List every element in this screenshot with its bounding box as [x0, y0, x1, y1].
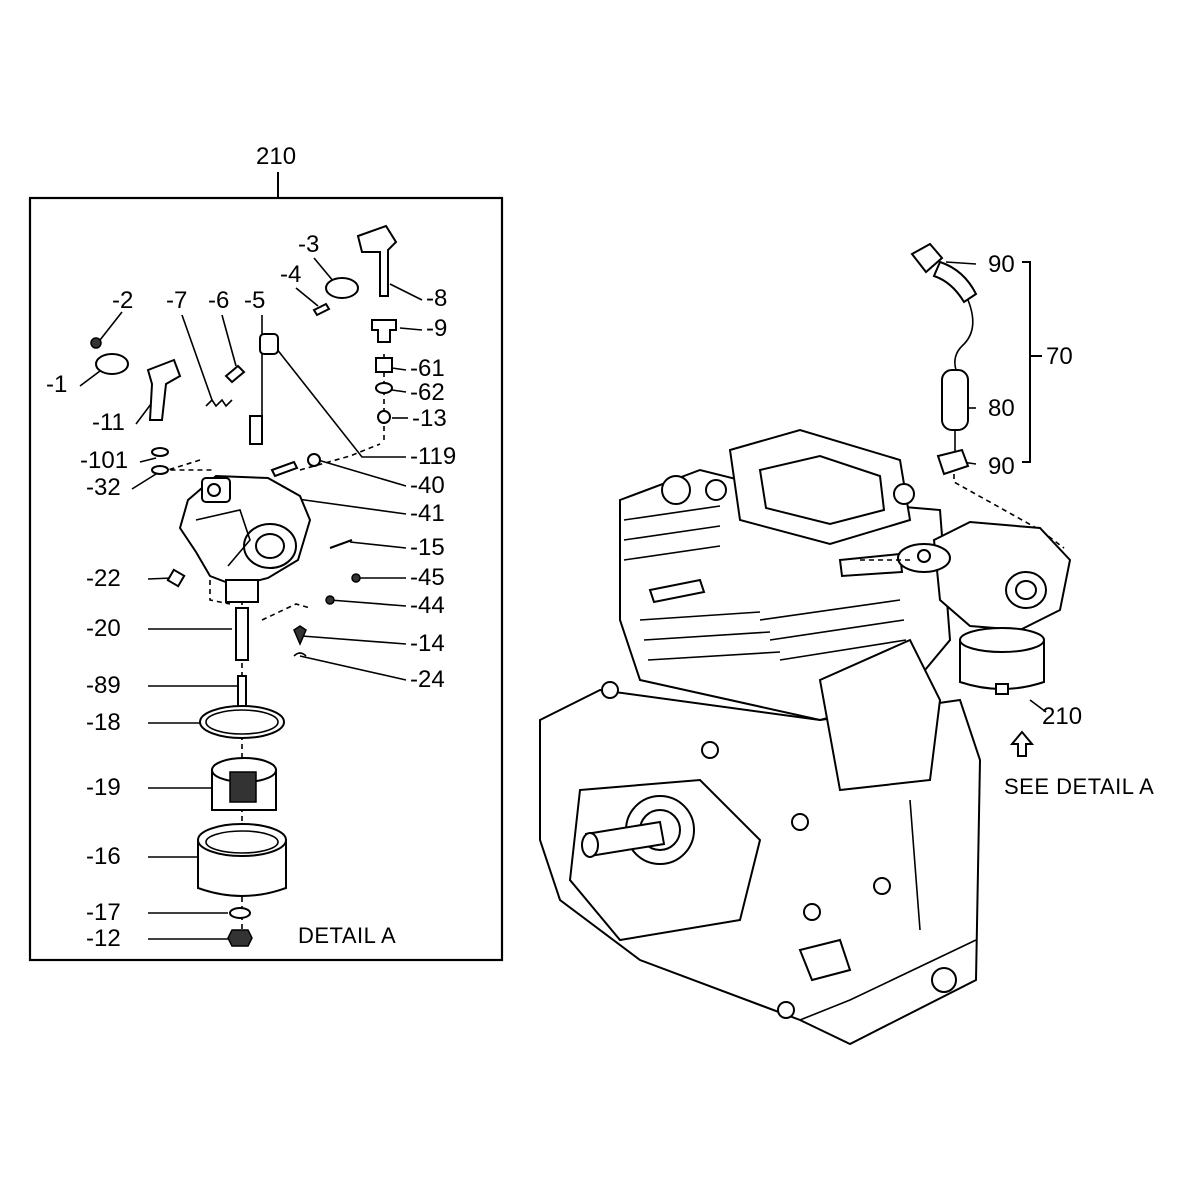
- float-needle-14: [293, 625, 307, 646]
- float-bowl-16: [197, 823, 287, 897]
- callout-13: -13: [412, 405, 447, 432]
- throttle-lever-8: [356, 224, 398, 297]
- washer-13: [377, 410, 391, 424]
- seal-62: [375, 382, 393, 394]
- callout-40: -40: [410, 472, 445, 499]
- callout-90-bottom: 90: [988, 453, 1015, 480]
- fuel-filter-80: [941, 369, 969, 431]
- bolt-12: [227, 929, 253, 947]
- detail-callouts: -2 -1 -11 -101 -32 -7 -6 -5 -3 -4 -8 -9 …: [46, 231, 456, 952]
- screw-22: [166, 568, 186, 588]
- callout-41: -41: [410, 500, 445, 527]
- fuel-hose-upper: [932, 260, 978, 304]
- detail-a-panel: 210 DETAIL A: [28, 143, 504, 962]
- callout-89: -89: [86, 672, 121, 699]
- callout-70: 70: [1046, 343, 1073, 370]
- callout-1: -1: [46, 371, 67, 398]
- callout-19: -19: [86, 774, 121, 801]
- pilot-screw-40: [270, 460, 299, 478]
- washer-17: [229, 907, 251, 919]
- callout-5: -5: [244, 287, 265, 314]
- callout-24: -24: [410, 666, 445, 693]
- detail-parts: [90, 224, 398, 947]
- callout-15: -15: [410, 534, 445, 561]
- see-detail-a-label: SEE DETAIL A: [1004, 774, 1154, 799]
- see-detail-arrow-icon: [1009, 730, 1035, 757]
- washer-32: [151, 465, 169, 475]
- engine-callouts: 90 70 80 90 210 SEE DETAIL A: [988, 251, 1154, 799]
- callout-18: -18: [86, 709, 121, 736]
- callout-20: -20: [86, 615, 121, 642]
- callout-16: -16: [86, 843, 121, 870]
- fuel-line-assembly: [910, 242, 1065, 549]
- carburetor-body: [178, 474, 312, 603]
- callout-11: -11: [92, 409, 125, 436]
- callout-2: -2: [112, 287, 133, 314]
- engine-block: [539, 428, 982, 1046]
- callout-61: -61: [410, 355, 445, 382]
- screw-40-head: [307, 453, 321, 467]
- callout-14: -14: [410, 630, 445, 657]
- detail-a-caption: DETAIL A: [298, 923, 396, 948]
- callout-80: 80: [988, 395, 1015, 422]
- callout-7: -7: [166, 287, 187, 314]
- spring-7: [205, 398, 233, 408]
- carburetor-assembly-210: [860, 520, 1072, 757]
- callout-90-top: 90: [988, 251, 1015, 278]
- choke-plate-1: [95, 353, 129, 375]
- float-19: [211, 757, 277, 811]
- detail-box-frame: [28, 196, 504, 962]
- throttle-plate-3: [325, 277, 359, 299]
- callout-44: -44: [410, 592, 445, 619]
- detail-box-ref-label: 210: [256, 143, 296, 170]
- screw-6: [224, 364, 246, 384]
- ball-45: [351, 573, 361, 583]
- callout-45: -45: [410, 564, 445, 591]
- washer-101: [151, 447, 169, 457]
- callout-8: -8: [426, 285, 447, 312]
- pin-15: [329, 539, 353, 549]
- callout-62: -62: [410, 379, 445, 406]
- callout-4: -4: [280, 261, 301, 288]
- choke-shaft-11: [146, 358, 182, 421]
- clip-24: [293, 652, 307, 657]
- callout-6: -6: [208, 287, 229, 314]
- clamp-90-bottom: [936, 448, 970, 476]
- plug-119: [259, 333, 279, 355]
- callout-17: -17: [86, 899, 121, 926]
- ball-44: [325, 595, 335, 605]
- bushing-61: [375, 357, 393, 373]
- screw-4: [312, 302, 331, 317]
- clamp-90-top: [910, 242, 944, 274]
- screw-2: [90, 337, 102, 349]
- callout-210: 210: [1042, 703, 1082, 730]
- callout-32: -32: [86, 474, 121, 501]
- callout-3: -3: [298, 231, 319, 258]
- callout-22: -22: [86, 565, 121, 592]
- main-nozzle-20: [235, 607, 249, 661]
- callout-101: -101: [80, 447, 128, 474]
- callout-9: -9: [426, 315, 447, 342]
- gasket-18: [199, 705, 285, 739]
- stop-collar-9: [371, 319, 397, 343]
- callout-12: -12: [86, 925, 121, 952]
- callout-119: -119: [410, 443, 456, 470]
- jet-5: [249, 415, 263, 445]
